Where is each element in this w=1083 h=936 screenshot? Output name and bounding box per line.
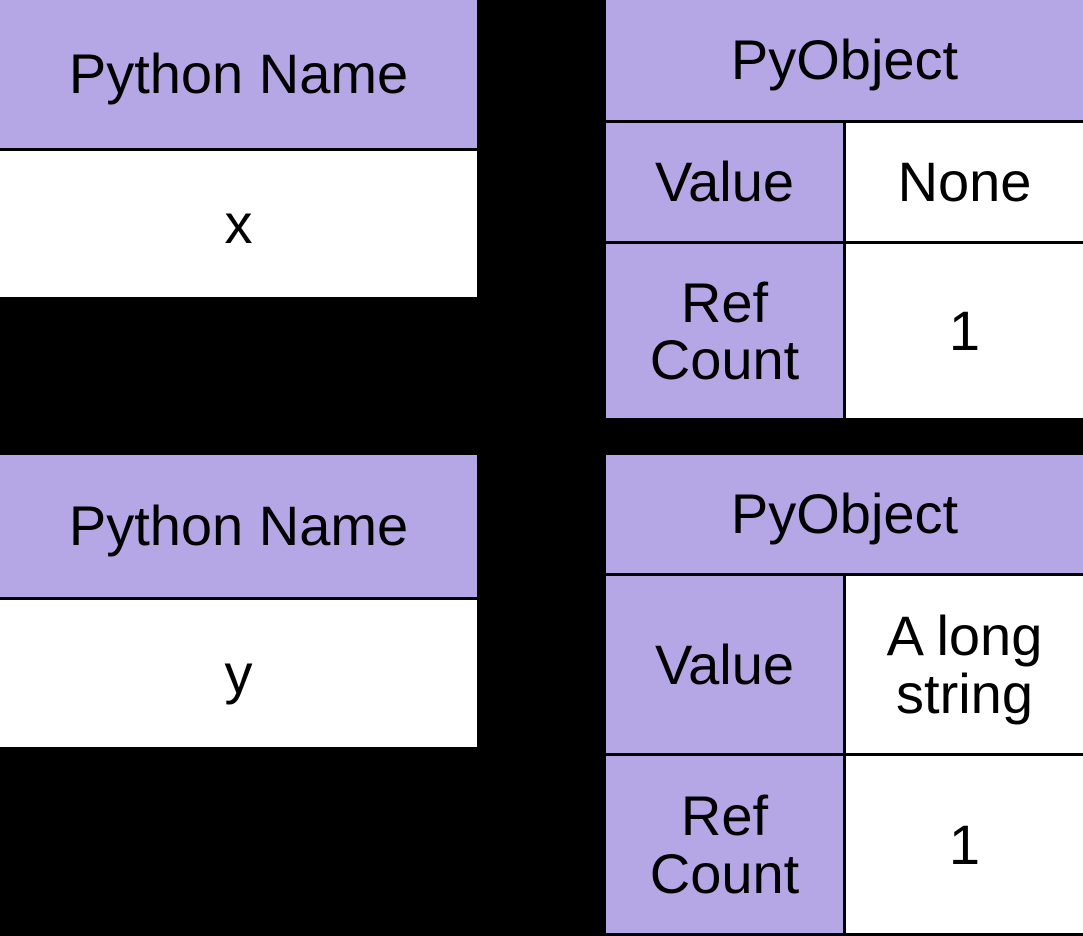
table-row: Value A long string [606, 573, 1083, 753]
table-row: y [0, 597, 477, 747]
pyobject-header: PyObject [606, 455, 1083, 573]
pyobject-value-cell: A long string [843, 576, 1083, 753]
python-name-header: Python Name [0, 455, 477, 597]
pyobject-value-label: Value [606, 123, 843, 241]
pyobject-value-label: Value [606, 576, 843, 753]
pyobject-refcount-cell: 1 [843, 756, 1083, 933]
python-name-table-x: Python Name x [0, 0, 480, 300]
table-row: x [0, 148, 477, 297]
table-row: Ref Count 1 [606, 753, 1083, 933]
pyobject-header: PyObject [606, 0, 1083, 120]
pyobject-refcount-label: Ref Count [606, 756, 843, 933]
pyobject-table-string: PyObject Value A long string Ref Count 1 [603, 452, 1083, 933]
table-row: Ref Count 1 [606, 241, 1083, 418]
python-name-value-x: x [0, 151, 477, 297]
pyobject-refcount-cell: 1 [843, 244, 1083, 418]
pyobject-refcount-label: Ref Count [606, 244, 843, 418]
python-name-value-y: y [0, 600, 477, 747]
python-name-header: Python Name [0, 0, 477, 148]
python-name-table-y: Python Name y [0, 452, 480, 750]
pyobject-table-none: PyObject Value None Ref Count 1 [603, 0, 1083, 421]
table-row: Value None [606, 120, 1083, 241]
pyobject-value-cell: None [843, 123, 1083, 241]
